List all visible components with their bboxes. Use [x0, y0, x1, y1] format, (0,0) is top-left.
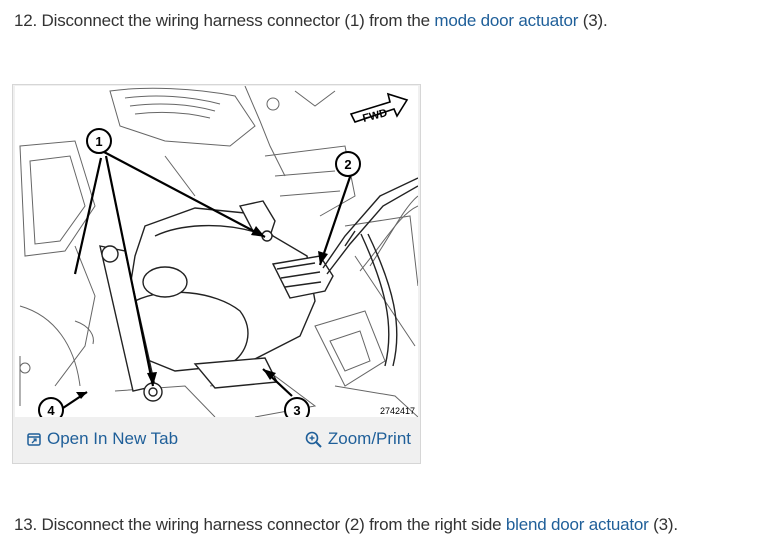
figure-actions: Open In New Tab Zoom/Print	[13, 425, 420, 453]
callout-arrowheads	[76, 226, 328, 399]
callout-3: 3	[284, 397, 310, 417]
mode-door-actuator-drawing	[99, 200, 334, 402]
zoom-print-label: Zoom/Print	[327, 429, 411, 448]
wiring-harness-drawing	[322, 177, 418, 367]
diagram-background-art	[19, 86, 418, 417]
open-new-tab-icon	[27, 433, 41, 446]
blend-door-actuator-link[interactable]: blend door actuator	[505, 515, 649, 534]
figure-container: 1 2 3 4 FWD 2742417	[12, 84, 421, 464]
fwd-arrow: FWD	[349, 92, 409, 125]
step-13-text: 13. Disconnect the wiring harness connec…	[14, 514, 678, 536]
callout-4-number: 4	[47, 403, 55, 417]
step-13-tail: (3).	[648, 515, 678, 534]
zoom-print-link[interactable]: Zoom/Print	[305, 429, 411, 449]
actuator-diagram[interactable]: 1 2 3 4 FWD 2742417	[15, 86, 418, 417]
callout-1: 1	[86, 128, 112, 154]
zoom-in-icon	[305, 431, 322, 448]
callout-2-number: 2	[344, 157, 351, 172]
fwd-label: FWD	[361, 107, 388, 125]
callout-3-number: 3	[293, 403, 300, 417]
open-in-new-tab-label: Open In New Tab	[47, 429, 179, 448]
step-13-lead: 13. Disconnect the wiring harness connec…	[14, 515, 506, 534]
callout-4: 4	[38, 397, 64, 417]
step-12-text: 12. Disconnect the wiring harness connec…	[14, 10, 608, 32]
step-12-lead: 12. Disconnect the wiring harness connec…	[14, 11, 435, 30]
callout-1-number: 1	[95, 134, 102, 149]
diagram-svg: 1 2 3 4 FWD 2742417	[19, 86, 418, 417]
step-12-tail: (3).	[578, 11, 608, 30]
mode-door-actuator-link[interactable]: mode door actuator	[434, 11, 579, 30]
open-in-new-tab-link[interactable]: Open In New Tab	[27, 429, 178, 449]
figure-number: 2742417	[380, 406, 415, 416]
callout-2: 2	[335, 151, 361, 177]
